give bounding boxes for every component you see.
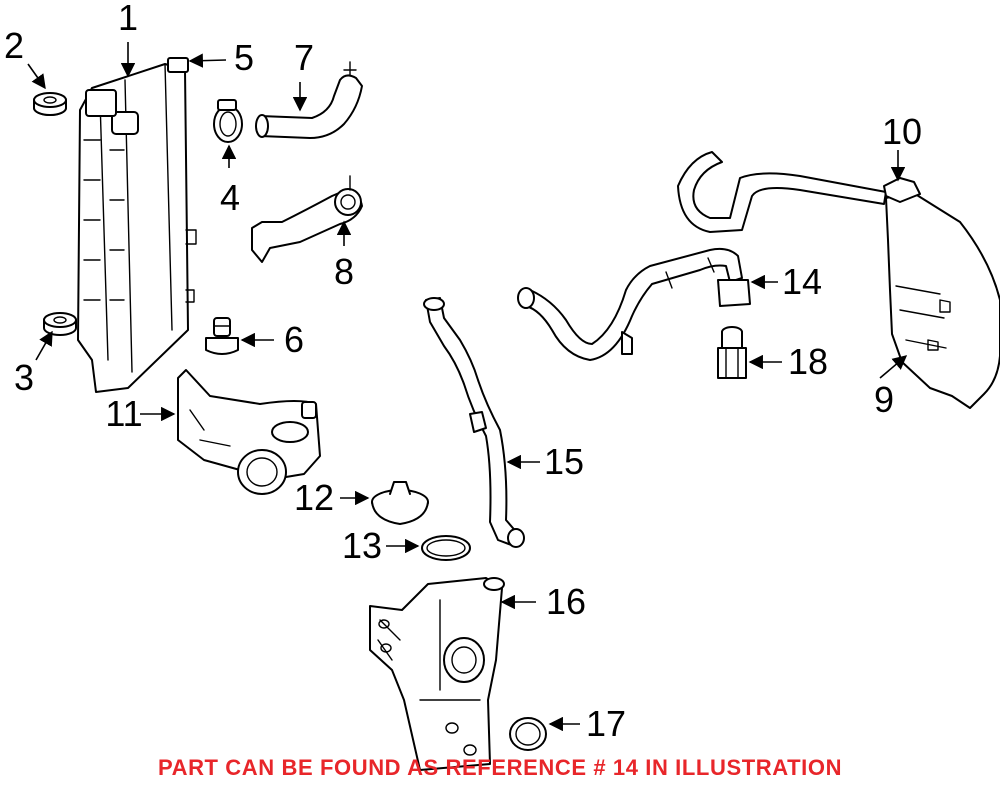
callout-10: 10 [882,111,922,152]
fitting-part [717,326,747,379]
callout-labels: 1 2 3 4 5 6 7 8 9 10 11 12 13 14 15 16 1… [4,0,922,744]
o-ring-part [421,535,471,561]
callout-4: 4 [220,177,240,218]
coolant-reservoir-part [677,151,1000,409]
callout-3: 3 [14,357,34,398]
leader-2 [27,63,46,90]
callout-5: 5 [234,37,254,78]
callout-leaders [27,42,908,732]
callout-18: 18 [788,341,828,382]
thermostat-housing-part [177,369,321,495]
lower-hose-part [251,175,363,263]
callout-12: 12 [294,477,334,518]
callout-11: 11 [105,393,142,434]
callout-9: 9 [874,379,894,420]
drain-bolt-part [205,317,239,355]
hose-clamp-part [213,99,243,143]
callout-17: 17 [586,703,626,744]
callout-15: 15 [544,441,584,482]
thermostat-part [371,481,429,525]
reference-note: PART CAN BE FOUND AS REFERENCE # 14 IN I… [158,755,842,780]
grommet-upper-part [33,92,67,116]
callout-2: 2 [4,25,24,66]
upper-hose-part [255,61,363,139]
grommet-lower-part [43,312,77,336]
water-pump-housing-part [369,577,505,771]
callout-13: 13 [342,525,382,566]
seal-ring-part [509,717,547,751]
radiator-part [77,57,197,393]
leader-3 [35,330,53,361]
callout-8: 8 [334,251,354,292]
callout-16: 16 [546,581,586,622]
callout-14: 14 [782,261,822,302]
coolant-pipe-part [423,297,525,548]
vent-hose-part [517,247,751,361]
callout-7: 7 [294,37,314,78]
leader-9 [879,355,908,379]
callout-6: 6 [284,319,304,360]
callout-1: 1 [118,0,138,38]
leader-5 [188,53,227,68]
